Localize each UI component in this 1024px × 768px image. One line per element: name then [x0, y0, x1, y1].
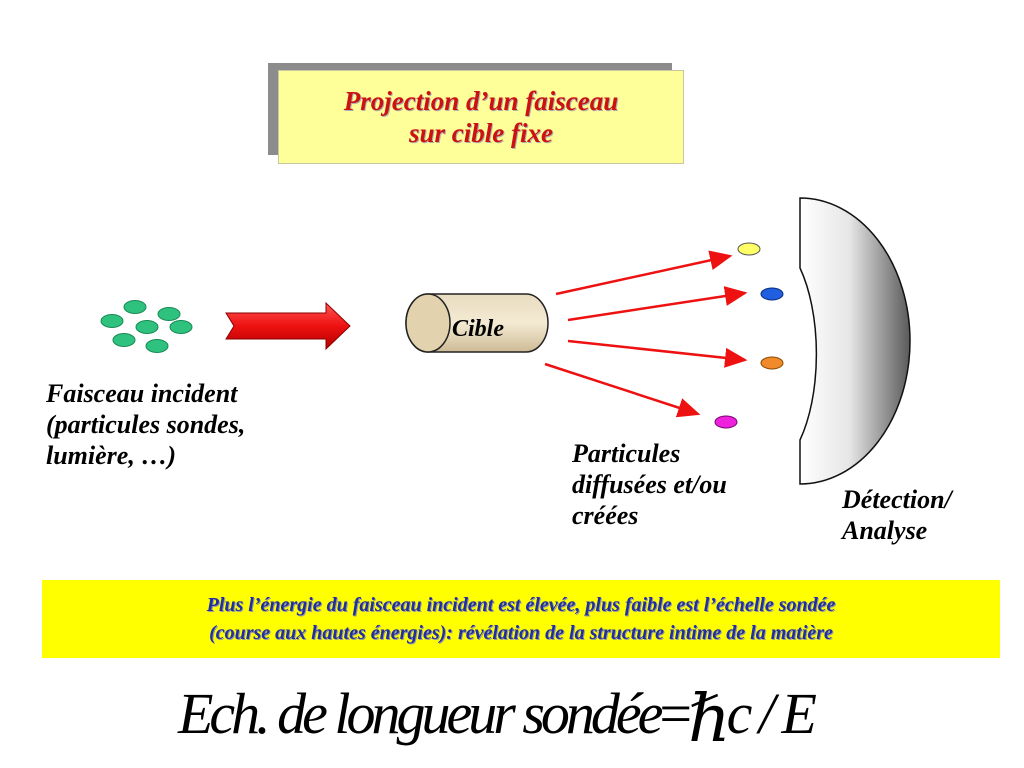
scale-formula: Ech. de longueur sondée=ℏc / E: [178, 672, 817, 756]
beam-caption-line-2: (particules sondes,: [46, 410, 246, 439]
beam-particle: [169, 320, 193, 334]
detector-caption-line-1: Détection/: [842, 485, 952, 514]
formula-hbar: ℏ: [688, 683, 730, 756]
scattered-caption-line-3: créées: [572, 501, 639, 530]
energy-note-line-1: Plus l’énergie du faisceau incident est …: [206, 594, 836, 616]
beam-particle: [135, 320, 159, 334]
target-label: Cible: [452, 316, 504, 342]
particle-yellow: [737, 242, 761, 256]
beam-particles: [100, 300, 193, 353]
beam-caption-line-1: Faisceau incident: [46, 379, 238, 408]
detector-caption-line-2: Analyse: [842, 516, 928, 545]
energy-note: Plus l’énergie du faisceau incident est …: [42, 580, 1000, 658]
scatter-arrow: [567, 286, 748, 322]
beam-particle: [123, 300, 147, 314]
formula-lhs: Ech. de longueur sondée: [178, 681, 663, 746]
beam-particle: [112, 333, 136, 347]
formula-equals: =: [659, 681, 692, 746]
particle-magenta: [714, 415, 738, 429]
beam-particle: [100, 314, 124, 328]
scattered-caption-line-1: Particules: [572, 439, 681, 468]
scatter-arrow: [555, 250, 733, 296]
scatter-arrow: [544, 362, 701, 418]
formula-rhs: c / E: [726, 681, 817, 746]
title-line-1: Projection d’un faisceau: [343, 86, 619, 116]
beam-caption-line-3: lumière, …): [46, 441, 176, 470]
particle-orange: [760, 356, 784, 370]
detector-shell: [799, 197, 911, 485]
title-line-2: sur cible fixe: [409, 118, 553, 148]
target-cylinder: [405, 293, 549, 353]
particle-blue: [760, 287, 784, 301]
energy-note-line-2: (course aux hautes énergies): révélation…: [209, 622, 833, 644]
scattered-caption: Particules diffusées et/ou créées: [572, 438, 727, 531]
scattered-arrows: [544, 250, 748, 418]
scattered-caption-line-2: diffusées et/ou: [572, 470, 727, 499]
detector-caption: Détection/ Analyse: [842, 484, 952, 546]
beam-caption: Faisceau incident (particules sondes, lu…: [46, 378, 245, 471]
title-box: Projection d’un faisceau sur cible fixe: [278, 70, 684, 164]
scatter-arrow: [567, 339, 748, 368]
beam-particle: [145, 339, 169, 353]
beam-arrow: [225, 301, 351, 351]
beam-particle: [157, 307, 181, 321]
